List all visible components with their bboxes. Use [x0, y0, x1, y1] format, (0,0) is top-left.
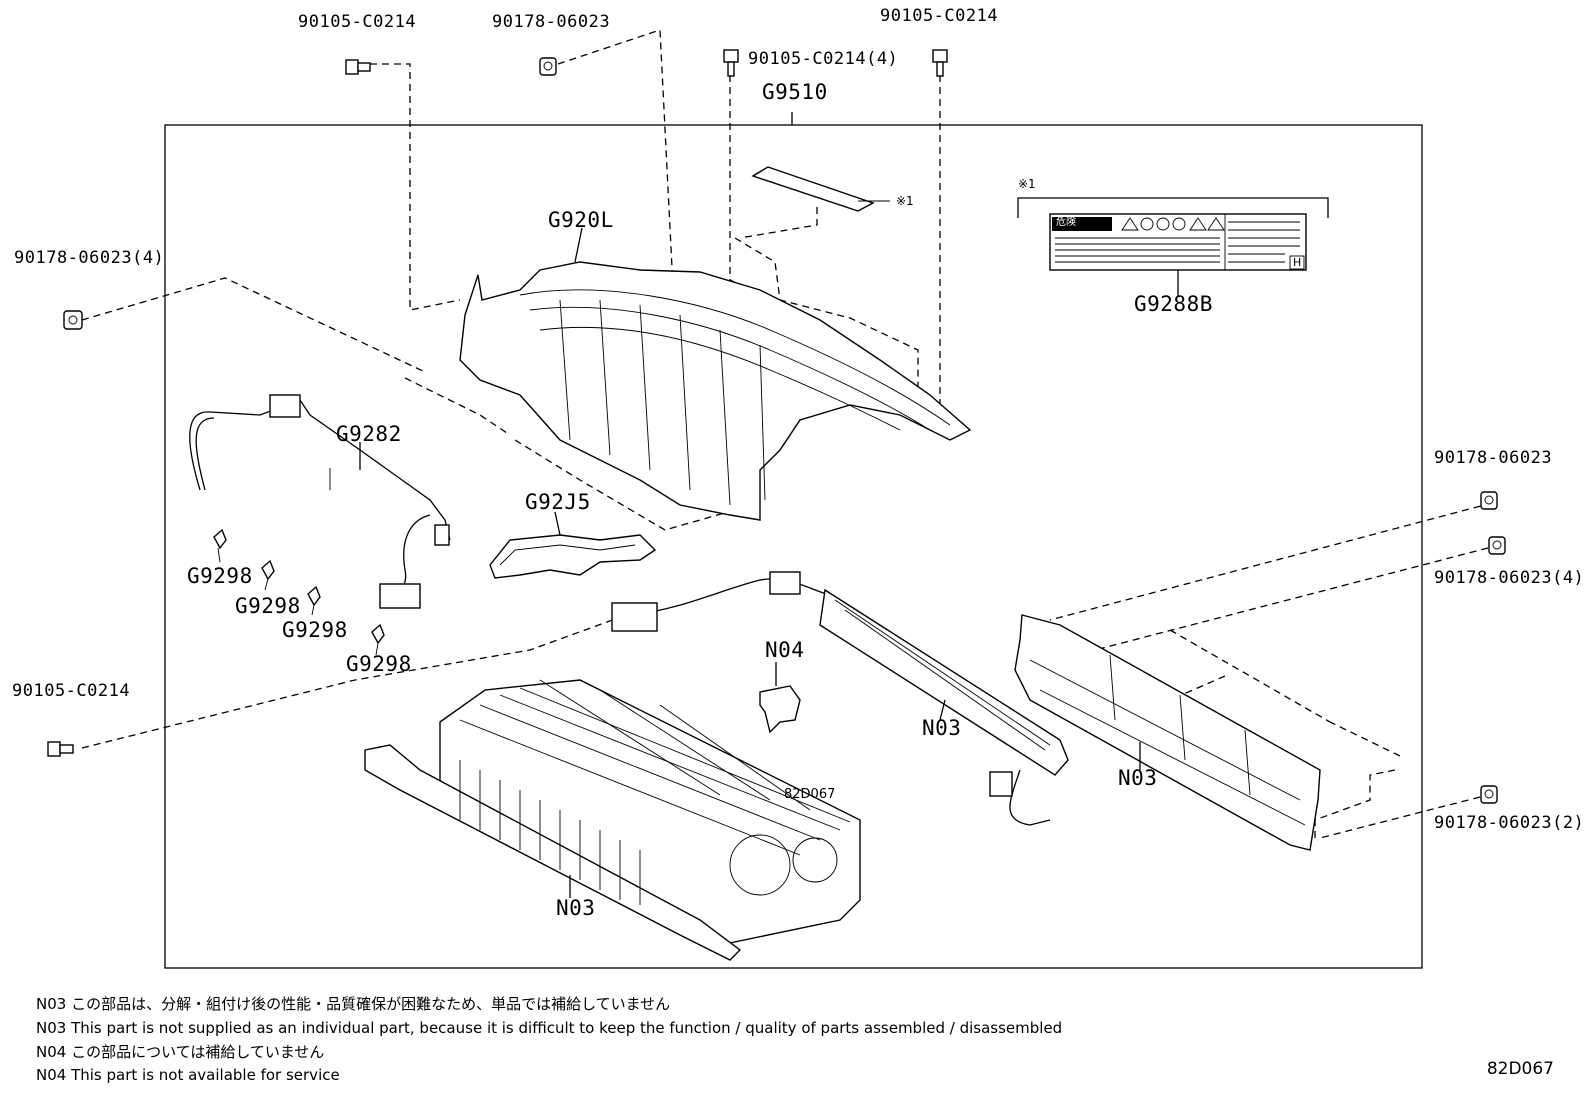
nut-icon-right-4: [1488, 536, 1506, 555]
callout-top-bolt-right: 90105-C0214: [880, 6, 999, 26]
clip-icons-g9298: [213, 528, 385, 656]
note-n03-jp: N03 この部品は、分解・組付け後の性能・品質確保が困難なため、単品では補給して…: [36, 995, 671, 1013]
callout-right-nut-4: 90178-06023(4): [1434, 568, 1585, 588]
battery-stack-n03: [364, 679, 861, 961]
bolt-icon-top-right: [932, 49, 948, 77]
sensor-board-n03: [611, 571, 1069, 826]
note-n04-jp: N04 この部品については補給していません: [36, 1043, 325, 1061]
note-n03-en: N03 This part is not supplied as an indi…: [36, 1019, 1063, 1037]
callout-right-nut-2: 90178-06023(2): [1434, 813, 1585, 833]
wire-harness-g9282: [189, 394, 451, 609]
callout-n03-bracket: N03: [1118, 766, 1158, 790]
warning-label: [1049, 213, 1307, 271]
callout-n03-stack: N03: [556, 896, 596, 920]
id-label-plate: [751, 166, 875, 212]
bolt-icon-left-bottom: [47, 741, 74, 757]
warning-label-letter: H: [1293, 256, 1302, 269]
duct-g92j5: [489, 511, 657, 579]
assembly-frame: [164, 124, 1423, 969]
callout-clip-1: G9298: [187, 564, 253, 588]
upper-cover-g920l: [459, 227, 972, 521]
callout-duct: G92J5: [525, 490, 591, 514]
callout-clip-4: G9298: [346, 652, 412, 676]
callout-top-bolt-4: 90105-C0214(4): [748, 49, 899, 69]
nut-icon-right-2: [1480, 785, 1498, 804]
warning-label-danger: 危険: [1056, 217, 1076, 228]
bolt-icon-top-4: [723, 49, 739, 77]
callout-clip-2: G9298: [235, 594, 301, 618]
part-n04: [759, 662, 801, 734]
diagram-code: 82D067: [1486, 1059, 1554, 1079]
callout-harness: G9282: [336, 422, 402, 446]
nut-icon-top: [539, 57, 557, 76]
callout-top-bolt-left: 90105-C0214: [298, 12, 417, 32]
nut-icon-right-1: [1480, 491, 1498, 510]
bolt-icon-top-left: [345, 59, 371, 75]
ref-mark-plate: ※1: [896, 194, 914, 208]
callout-right-nut-1: 90178-06023: [1434, 448, 1553, 468]
callout-top-nut: 90178-06023: [492, 12, 611, 32]
callout-clip-3: G9298: [282, 618, 348, 642]
callout-left-nut-4: 90178-06023(4): [14, 248, 165, 268]
callout-cover: G920L: [548, 208, 614, 232]
callout-left-bolt-bottom: 90105-C0214: [12, 681, 131, 701]
callout-frame: G9510: [762, 80, 828, 104]
note-n04-en: N04 This part is not available for servi…: [36, 1066, 340, 1084]
nut-icon-left: [63, 310, 83, 330]
ref-mark-label: ※1: [1018, 177, 1036, 191]
end-bracket-n03: [1014, 614, 1321, 851]
callout-n04: N04: [765, 638, 805, 662]
callout-n03-sensor: N03: [922, 716, 962, 740]
label-bracket: [1017, 197, 1329, 218]
callout-label-part: G9288B: [1134, 292, 1213, 316]
stack-stamp: 82D067: [784, 787, 836, 802]
